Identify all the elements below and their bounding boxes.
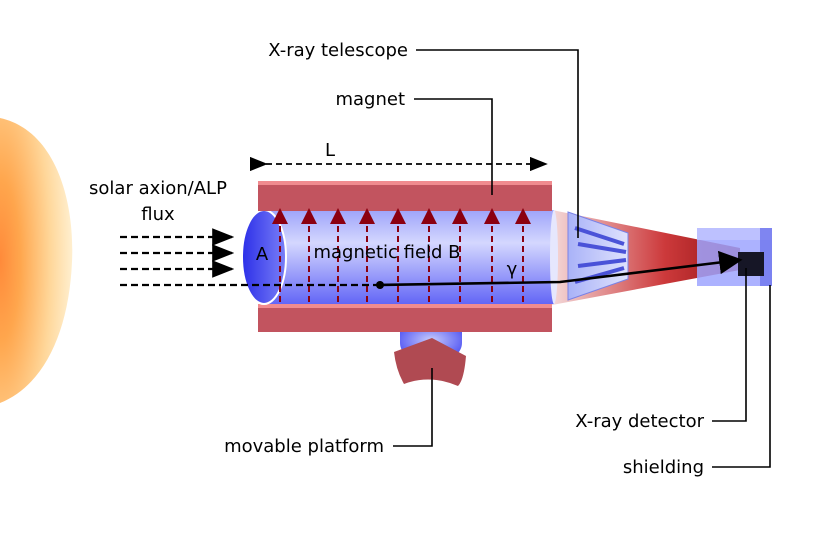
sun-glow [0,118,73,403]
magnetic-field-arrows [272,208,531,302]
platform-label: movable platform [224,436,384,457]
detector-core [738,252,764,276]
magnet-label: magnet [335,89,405,110]
incoming-flux-arrows [120,228,235,278]
detector-callout-line [712,268,747,422]
flux-label-line1: solar axion/ALP [89,178,227,199]
axion-photon-beam [120,250,743,289]
magnet-bottom-pole [258,304,552,332]
magnet-top-pole-highlight [258,181,552,185]
x-ray-detector-assembly [697,228,772,286]
photon-label: γ [507,259,518,280]
bore-exit [550,210,558,304]
platform-callout-line [393,368,433,447]
magnet-bottom-pole-highlight [258,304,552,308]
magnetic-field-label: magnetic field B [313,242,460,263]
movable-platform [394,330,466,386]
magnet-top-pole [258,181,552,211]
telescope-callout-line [416,49,579,238]
shielding-label: shielding [623,457,704,478]
aperture-label: A [256,244,269,265]
telescope-label: X-ray telescope [268,40,408,61]
detector-label: X-ray detector [575,411,704,432]
flux-label-line2: flux [141,204,175,225]
magnet-callout-line [414,98,493,195]
shielding-callout-line [712,285,771,468]
length-label: L [325,140,335,161]
magnet-bore [264,210,554,304]
